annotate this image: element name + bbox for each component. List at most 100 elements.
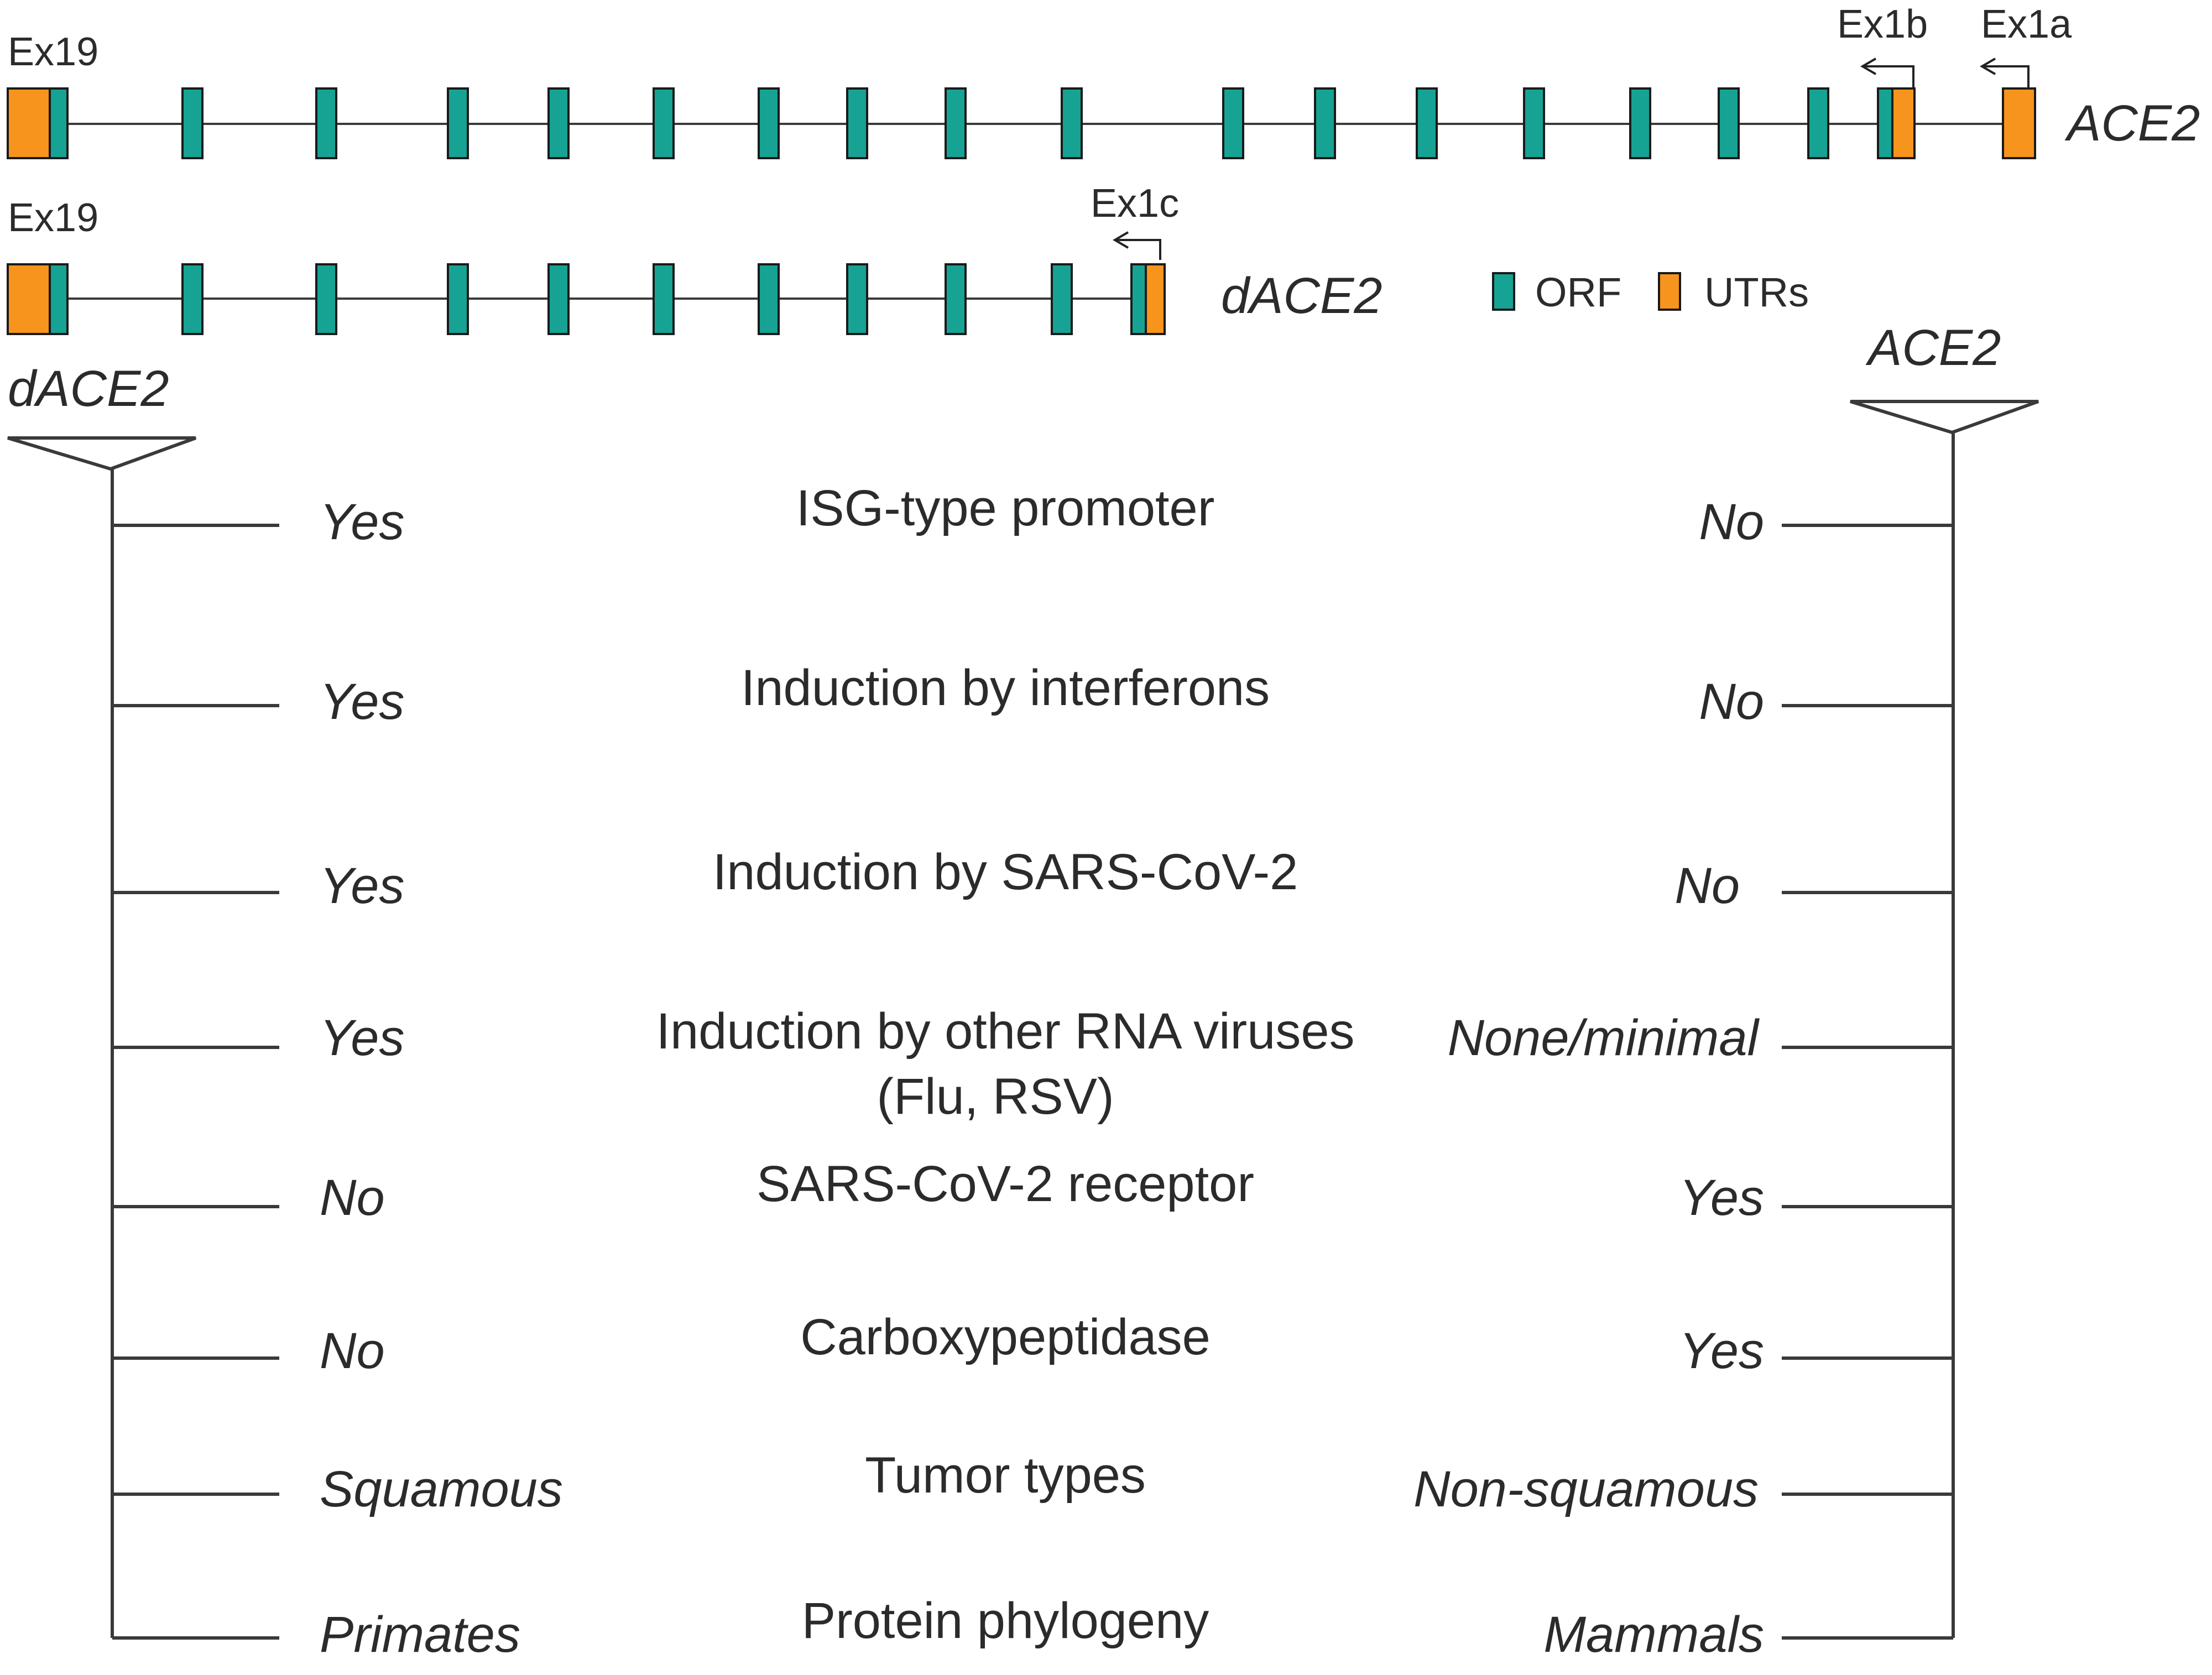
feature-label: SARS-CoV-2 receptor: [757, 1156, 1254, 1212]
dace2-value: No: [320, 1323, 385, 1379]
dace2-utr-block: [1145, 263, 1166, 335]
ace2-orf-block: [1807, 87, 1829, 159]
comparison-row: No Yes Carboxypeptidase: [112, 1309, 1953, 1379]
ace2-value: Non-squamous: [1413, 1461, 1759, 1517]
dace2-exon: [758, 263, 780, 335]
feature-label: Induction by interferons: [741, 660, 1270, 716]
dace2-exon: [181, 263, 204, 335]
comparison-row: Squamous Non-squamous Tumor types: [112, 1447, 1953, 1517]
ace2-orf-block: [547, 87, 570, 159]
dace2-value: No: [320, 1170, 385, 1226]
dace2-exon: [547, 263, 570, 335]
legend: ORF UTRs: [1492, 269, 1809, 315]
dace2-exon: [846, 263, 868, 335]
comparison-row: Yes None/minimal Induction by other RNA vi…: [112, 1003, 1953, 1125]
ace2-exon: [2002, 87, 2036, 159]
ace2-value: No: [1699, 494, 1764, 550]
dace2-exon: [653, 263, 675, 335]
dace2-value: Primates: [320, 1606, 520, 1663]
ace2-orf-block: [1314, 87, 1336, 159]
ace2-ex1b-tss-arrow: [1860, 58, 1914, 88]
ace2-orf-block: [945, 87, 967, 159]
dace2-exon: [1130, 263, 1166, 335]
dace2-value: Squamous: [320, 1461, 563, 1517]
ace2-orf-block: [49, 87, 69, 159]
ace2-orf-block: [1629, 87, 1651, 159]
dace2-exon: [315, 263, 337, 335]
dace2-orf-block: [758, 263, 780, 335]
feature-label-line2: (Flu, RSV): [877, 1068, 1114, 1125]
dace2-orf-block: [181, 263, 204, 335]
ace2-exon: [1314, 87, 1336, 159]
feature-label: Induction by other RNA viruses: [656, 1003, 1354, 1060]
dace2-orf-block: [945, 263, 967, 335]
dace2-gene-name: dACE2: [1221, 268, 1383, 324]
feature-label: Tumor types: [865, 1447, 1146, 1504]
ace2-exon: [1629, 87, 1651, 159]
ace2-exon: [547, 87, 570, 159]
ace2-orf-block: [1877, 87, 1893, 159]
ace2-exon: [181, 87, 204, 159]
ace2-value: Mammals: [1543, 1606, 1764, 1663]
dace2-value: Yes: [320, 494, 404, 550]
ace2-exon: [447, 87, 469, 159]
ace2-orf-block: [1061, 87, 1083, 159]
ace2-value: Yes: [1679, 1323, 1764, 1379]
dace2-exon: [7, 263, 69, 335]
dace2-value: Yes: [320, 858, 404, 914]
dace2-value: Yes: [320, 1010, 404, 1066]
ace2-ex1b-label: Ex1b: [1837, 2, 1928, 46]
feature-label: ISG-type promoter: [796, 480, 1215, 536]
comparison-row: Primates Mammals Protein phylogeny: [112, 1593, 1953, 1663]
ace2-exon: [1416, 87, 1438, 159]
ace2-orf-block: [846, 87, 868, 159]
ace2-exon: [758, 87, 780, 159]
ace2-orf-block: [447, 87, 469, 159]
comparison-row: Yes No Induction by interferons: [112, 660, 1953, 730]
ace2-exon: [653, 87, 675, 159]
ace2-ex1a-tss-arrow: [1980, 58, 2030, 88]
ace2-exon: [1061, 87, 1083, 159]
ace2-orf-block: [1523, 87, 1545, 159]
comparison-row: Yes No ISG-type promoter: [112, 480, 1953, 550]
ace2-value: No: [1699, 674, 1764, 730]
ace2-orf-block: [653, 87, 675, 159]
ace2-exon: [315, 87, 337, 159]
feature-label: Carboxypeptidase: [800, 1309, 1211, 1365]
ace2-exon: [846, 87, 868, 159]
ace2-exon: [1877, 87, 1916, 159]
ace2-value: No: [1674, 858, 1740, 914]
ace2-header-triangle: [1850, 400, 2039, 435]
dace2-orf-block: [1130, 263, 1147, 335]
dace2-ex1c-label: Ex1c: [1091, 181, 1179, 226]
legend-orf-label: ORF: [1535, 269, 1621, 315]
ace2-gene-name: ACE2: [2064, 95, 2200, 152]
dace2-exon: [1051, 263, 1073, 335]
dace2-gene-track: Ex19 Ex1c dACE2: [7, 181, 1383, 335]
ace2-column-header: ACE2: [1865, 320, 2001, 376]
ace2-exon: [1523, 87, 1545, 159]
ace2-orf-block: [1416, 87, 1438, 159]
ace2-value: Yes: [1679, 1170, 1764, 1226]
dace2-exon-group: [7, 263, 1166, 335]
ace2-orf-block: [1222, 87, 1244, 159]
ace2-value: None/minimal: [1448, 1010, 1760, 1066]
ace2-exon-group: [7, 87, 2036, 159]
ace2-utr-block: [2002, 87, 2036, 159]
dace2-header-triangle: [7, 436, 197, 471]
ace2-orf-block: [181, 87, 204, 159]
ace2-orf-block: [758, 87, 780, 159]
dace2-orf-block: [315, 263, 337, 335]
feature-label: Protein phylogeny: [802, 1593, 1209, 1649]
dace2-value: Yes: [320, 674, 404, 730]
dace2-orf-block: [49, 263, 69, 335]
ace2-ex1a-label: Ex1a: [1981, 2, 2072, 46]
dace2-ex1c-tss-arrow: [1113, 231, 1161, 260]
dace2-ex19-label: Ex19: [8, 196, 98, 240]
ace2-exon: [7, 87, 69, 159]
dace2-orf-block: [653, 263, 675, 335]
comparison-row: No Yes SARS-CoV-2 receptor: [112, 1156, 1953, 1226]
ace2-exon: [1807, 87, 1829, 159]
